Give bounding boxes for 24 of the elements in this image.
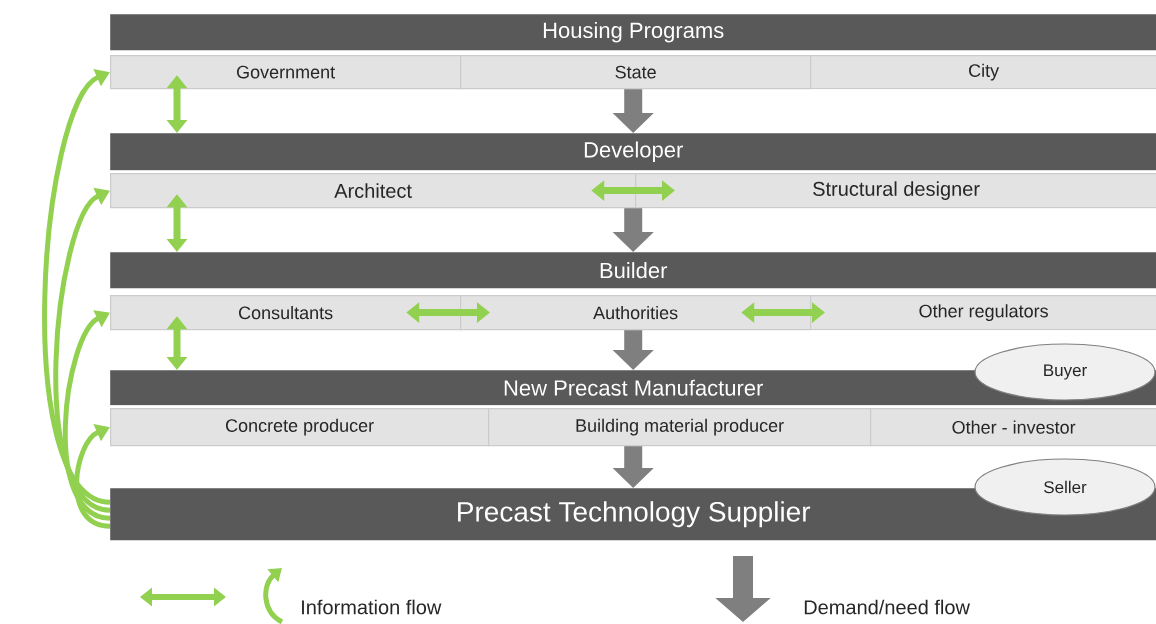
category-cell: Concrete producer — [110, 408, 490, 447]
node-label: City — [969, 63, 1000, 81]
category-cell: State — [460, 55, 812, 90]
curved-arrow — [53, 187, 111, 513]
header-bar: Housing Programs — [110, 14, 1156, 51]
category-cell: Government — [110, 55, 462, 90]
curved-arrow — [74, 423, 111, 529]
category-cell: Other regulators — [810, 295, 1156, 331]
curved-arrow — [62, 310, 111, 521]
category-cell: Architect — [110, 173, 637, 209]
node-label: Other - investor — [952, 420, 1076, 434]
legend-text: Demand/need flow — [804, 599, 970, 615]
legend-text: Information flow — [302, 599, 442, 615]
node-label: Structural designer — [813, 181, 980, 200]
category-cell: Authorities — [460, 295, 812, 331]
category-cell: City — [810, 55, 1156, 90]
header-bar: Developer — [110, 133, 1156, 171]
category-cell: Consultants — [110, 295, 462, 331]
node-label: Other regulators — [919, 304, 1048, 321]
category-cell: Other - investor — [870, 408, 1156, 447]
header-bar: Builder — [110, 252, 1156, 289]
category-cell: Structural designer — [635, 173, 1156, 209]
category-cell: Building material producer — [488, 408, 872, 447]
curved-arrow — [42, 68, 111, 505]
